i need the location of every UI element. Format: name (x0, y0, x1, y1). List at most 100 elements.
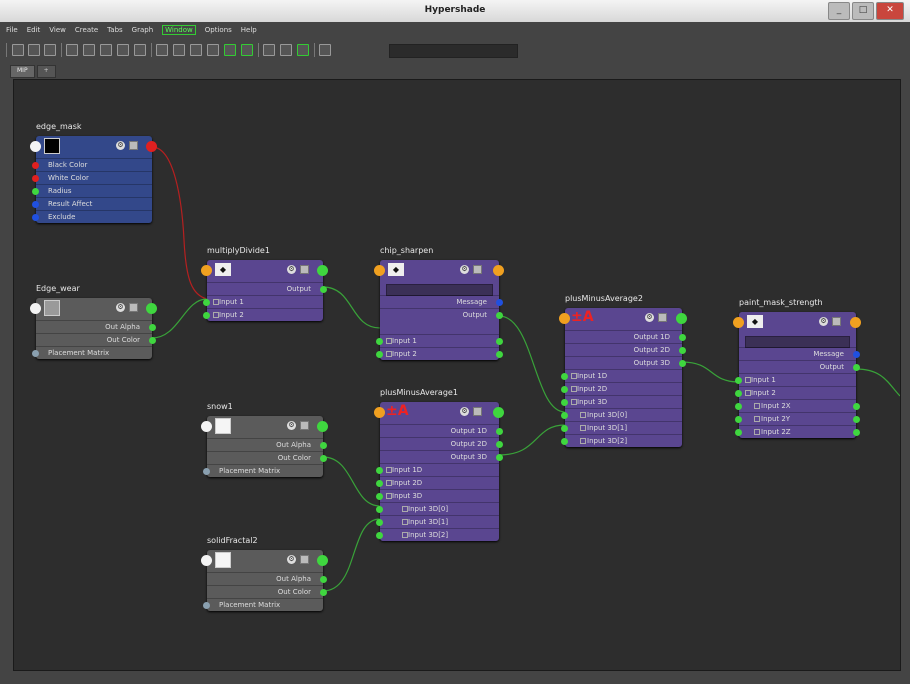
attr-row[interactable]: Output 1D (565, 330, 686, 343)
snap-to-grid-icon[interactable] (280, 44, 292, 56)
menu-graph[interactable]: Graph (131, 25, 154, 34)
node-view-icon[interactable] (473, 407, 482, 416)
connected-mode-icon[interactable] (173, 44, 185, 56)
attr-row[interactable]: Placement Matrix (32, 346, 152, 359)
custom-mode-icon[interactable] (207, 44, 219, 56)
attr-row[interactable]: Output (207, 282, 327, 295)
remove-selected-icon[interactable] (100, 44, 112, 56)
attr-row[interactable]: Input 3D[2] (376, 528, 499, 541)
attr-row[interactable]: Input 2D (561, 382, 682, 395)
node-plus-minus-average-2[interactable]: plusMinusAverage2 ±A ⚙ Output 1D Output … (559, 294, 687, 447)
expand-icon[interactable] (402, 519, 408, 525)
input-connections-icon[interactable] (12, 44, 24, 56)
output-port[interactable] (496, 351, 503, 358)
attr-row[interactable]: Input 3D (561, 395, 682, 408)
output-port[interactable] (320, 442, 327, 449)
tab-mip[interactable]: MIP (10, 65, 35, 78)
input-port[interactable] (376, 480, 383, 487)
expand-icon[interactable] (386, 351, 392, 357)
attr-row[interactable]: Input 2D (376, 476, 499, 489)
menu-edit[interactable]: Edit (26, 25, 41, 34)
input-port[interactable] (376, 351, 383, 358)
attr-row[interactable]: Output 1D (380, 424, 503, 437)
input-port[interactable] (203, 299, 210, 306)
message-port[interactable] (30, 303, 41, 314)
rearrange-graph-icon[interactable] (134, 44, 146, 56)
menu-file[interactable]: File (6, 25, 18, 34)
menu-create[interactable]: Create (74, 25, 99, 34)
attr-row[interactable]: Input 1 (203, 295, 323, 308)
output-port[interactable] (317, 421, 328, 432)
node-options-icon[interactable]: ⚙ (287, 265, 296, 274)
node-view-icon[interactable] (300, 421, 309, 430)
add-tab-button[interactable]: + (36, 65, 56, 78)
expand-icon[interactable] (402, 506, 408, 512)
output-port[interactable] (679, 360, 686, 367)
node-options-icon[interactable]: ⚙ (116, 303, 125, 312)
attr-row[interactable]: Output (739, 360, 860, 373)
output-port[interactable] (493, 265, 504, 276)
output-port[interactable] (496, 299, 503, 306)
attr-row[interactable]: Output 3D (380, 450, 503, 463)
attr-row[interactable]: Black Color (32, 158, 152, 171)
attr-row[interactable]: Input 1 (376, 334, 503, 347)
attr-row[interactable]: Input 3D[1] (376, 515, 499, 528)
node-multiply-divide[interactable]: multiplyDivide1 ◆ ⚙ Output Input 1 Input… (201, 246, 328, 321)
input-port[interactable] (376, 493, 383, 500)
input-port[interactable] (376, 506, 383, 513)
node-options-icon[interactable]: ⚙ (460, 265, 469, 274)
output-port[interactable] (496, 312, 503, 319)
expand-icon[interactable] (386, 338, 392, 344)
expand-icon[interactable] (571, 399, 577, 405)
output-port[interactable] (320, 589, 327, 596)
node-paint-mask-strength[interactable]: paint_mask_strength ◆ ⚙ Message Output I… (733, 298, 861, 438)
message-port[interactable] (201, 421, 212, 432)
output-port[interactable] (146, 141, 157, 152)
message-port[interactable] (374, 265, 385, 276)
add-selected-icon[interactable] (83, 44, 95, 56)
attr-row[interactable]: Input 2 (203, 308, 323, 321)
output-port[interactable] (320, 455, 327, 462)
expand-icon[interactable] (571, 373, 577, 379)
expand-icon[interactable] (213, 299, 219, 305)
input-port[interactable] (376, 532, 383, 539)
output-port[interactable] (853, 416, 860, 423)
input-port[interactable] (735, 390, 742, 397)
input-port[interactable] (561, 399, 568, 406)
expand-icon[interactable] (580, 438, 586, 444)
frame-all-icon[interactable] (241, 44, 253, 56)
input-port[interactable] (735, 429, 742, 436)
message-port[interactable] (559, 313, 570, 324)
output-port[interactable] (496, 441, 503, 448)
close-button[interactable]: ✕ (876, 2, 904, 20)
input-port[interactable] (561, 373, 568, 380)
output-port[interactable] (679, 347, 686, 354)
attr-row[interactable]: Placement Matrix (203, 464, 323, 477)
input-port[interactable] (561, 425, 568, 432)
node-edge-wear[interactable]: Edge_wear ⚙ Out Alpha Out Color Placemen… (30, 284, 157, 359)
message-port[interactable] (201, 555, 212, 566)
node-options-icon[interactable]: ⚙ (460, 407, 469, 416)
output-port[interactable] (320, 286, 327, 293)
attr-row[interactable]: Out Color (207, 585, 327, 598)
frame-selected-icon[interactable] (224, 44, 236, 56)
attr-row[interactable]: Out Color (36, 333, 156, 346)
output-port[interactable] (853, 364, 860, 371)
output-port[interactable] (679, 334, 686, 341)
clear-graph-icon[interactable] (66, 44, 78, 56)
menu-help[interactable]: Help (240, 25, 257, 34)
node-chip-sharpen[interactable]: chip_sharpen ◆ ⚙ Message Output Input 1 (374, 246, 504, 360)
attr-row[interactable]: Out Color (207, 451, 327, 464)
input-port[interactable] (376, 467, 383, 474)
attr-row[interactable]: Input 1 (735, 373, 856, 386)
expand-icon[interactable] (213, 312, 219, 318)
output-port[interactable] (317, 265, 328, 276)
attr-row[interactable]: Placement Matrix (203, 598, 323, 611)
node-view-icon[interactable] (129, 141, 138, 150)
output-port[interactable] (496, 338, 503, 345)
input-port[interactable] (203, 602, 210, 609)
input-port[interactable] (32, 201, 39, 208)
bookmark-icon[interactable] (319, 44, 331, 56)
input-port[interactable] (561, 438, 568, 445)
attr-row[interactable]: Input 3D[2] (561, 434, 682, 447)
